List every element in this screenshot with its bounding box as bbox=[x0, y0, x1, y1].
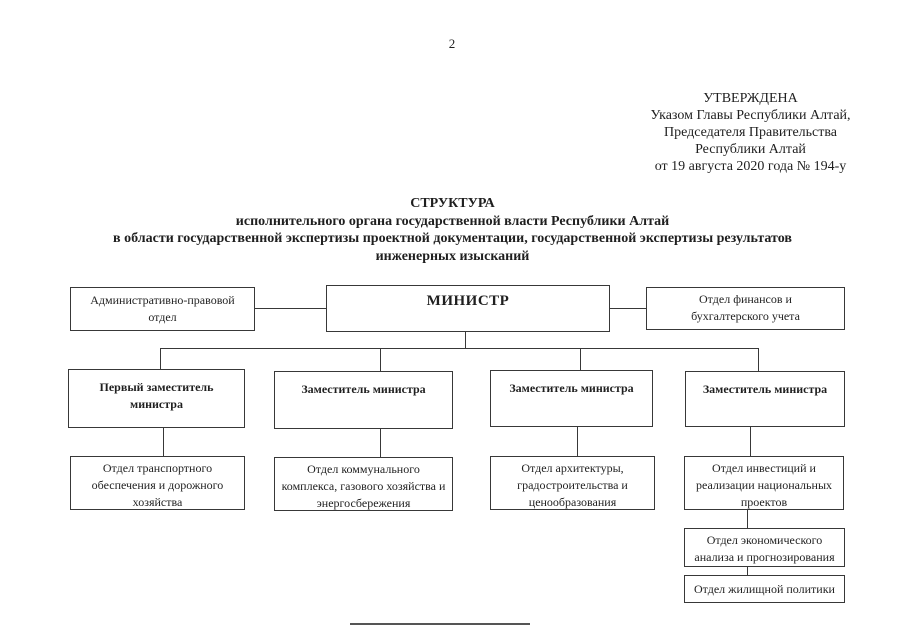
connector-right-office bbox=[610, 308, 646, 309]
connector-rail bbox=[160, 348, 759, 349]
connector-drop-dept-1 bbox=[163, 428, 164, 456]
dept-box-communal: Отдел коммунального комплекса, газового … bbox=[274, 457, 453, 511]
finance-dept-box: Отдел финансов и бухгалтерского учета bbox=[646, 287, 845, 330]
dept-box-investments: Отдел инвестиций и реализации национальн… bbox=[684, 456, 844, 510]
connector-drop-deputy-1 bbox=[160, 348, 161, 369]
connector-drop-sub-dept-2 bbox=[747, 567, 748, 575]
footnote-rule bbox=[350, 623, 530, 625]
title-line: в области государственной экспертизы про… bbox=[113, 231, 792, 246]
approval-line: УТВЕРЖДЕНА bbox=[703, 91, 798, 106]
dept-box-transport: Отдел транспортного обеспечения и дорожн… bbox=[70, 456, 245, 510]
document-title: СТРУКТУРА исполнительного органа государ… bbox=[0, 195, 905, 265]
title-line: инженерных изысканий bbox=[375, 248, 530, 264]
admin-legal-dept-box: Административно-правовой отдел bbox=[70, 287, 255, 331]
deputy-box-3: Заместитель министра bbox=[490, 370, 653, 427]
connector-drop-dept-2 bbox=[380, 429, 381, 457]
page-number: 2 bbox=[448, 36, 456, 51]
connector-left-office bbox=[255, 308, 326, 309]
connector-drop-dept-4 bbox=[750, 427, 751, 456]
title-line: СТРУКТУРА bbox=[410, 196, 495, 211]
minister-box: МИНИСТР bbox=[326, 285, 610, 332]
deputy-box-4: Заместитель министра bbox=[685, 371, 845, 427]
approval-line: Республики Алтай bbox=[695, 142, 806, 157]
title-line: исполнительного органа государственной в… bbox=[235, 213, 670, 229]
connector-drop-deputy-4 bbox=[758, 348, 759, 371]
dept-box-economic-analysis: Отдел экономического анализа и прогнозир… bbox=[684, 528, 845, 567]
approval-block: УТВЕРЖДЕНА Указом Главы Республики Алтай… bbox=[603, 90, 898, 175]
approval-line: Председателя Правительства bbox=[663, 125, 837, 140]
connector-drop-sub-dept-1 bbox=[747, 510, 748, 528]
approval-line: Указом Главы Республики Алтай, bbox=[650, 108, 851, 123]
connector-drop-deputy-3 bbox=[580, 348, 581, 370]
connector-drop-deputy-2 bbox=[380, 348, 381, 371]
connector-drop-dept-3 bbox=[577, 427, 578, 456]
deputy-box-2: Заместитель министра bbox=[274, 371, 453, 429]
deputy-box-1: Первый заместитель министра bbox=[68, 369, 245, 428]
connector-minister-drop bbox=[465, 332, 466, 348]
dept-box-housing-policy: Отдел жилищной политики bbox=[684, 575, 845, 603]
dept-box-architecture: Отдел архитектуры, градостроительства и … bbox=[490, 456, 655, 510]
approval-line: от 19 августа 2020 года № 194-у bbox=[654, 159, 847, 174]
